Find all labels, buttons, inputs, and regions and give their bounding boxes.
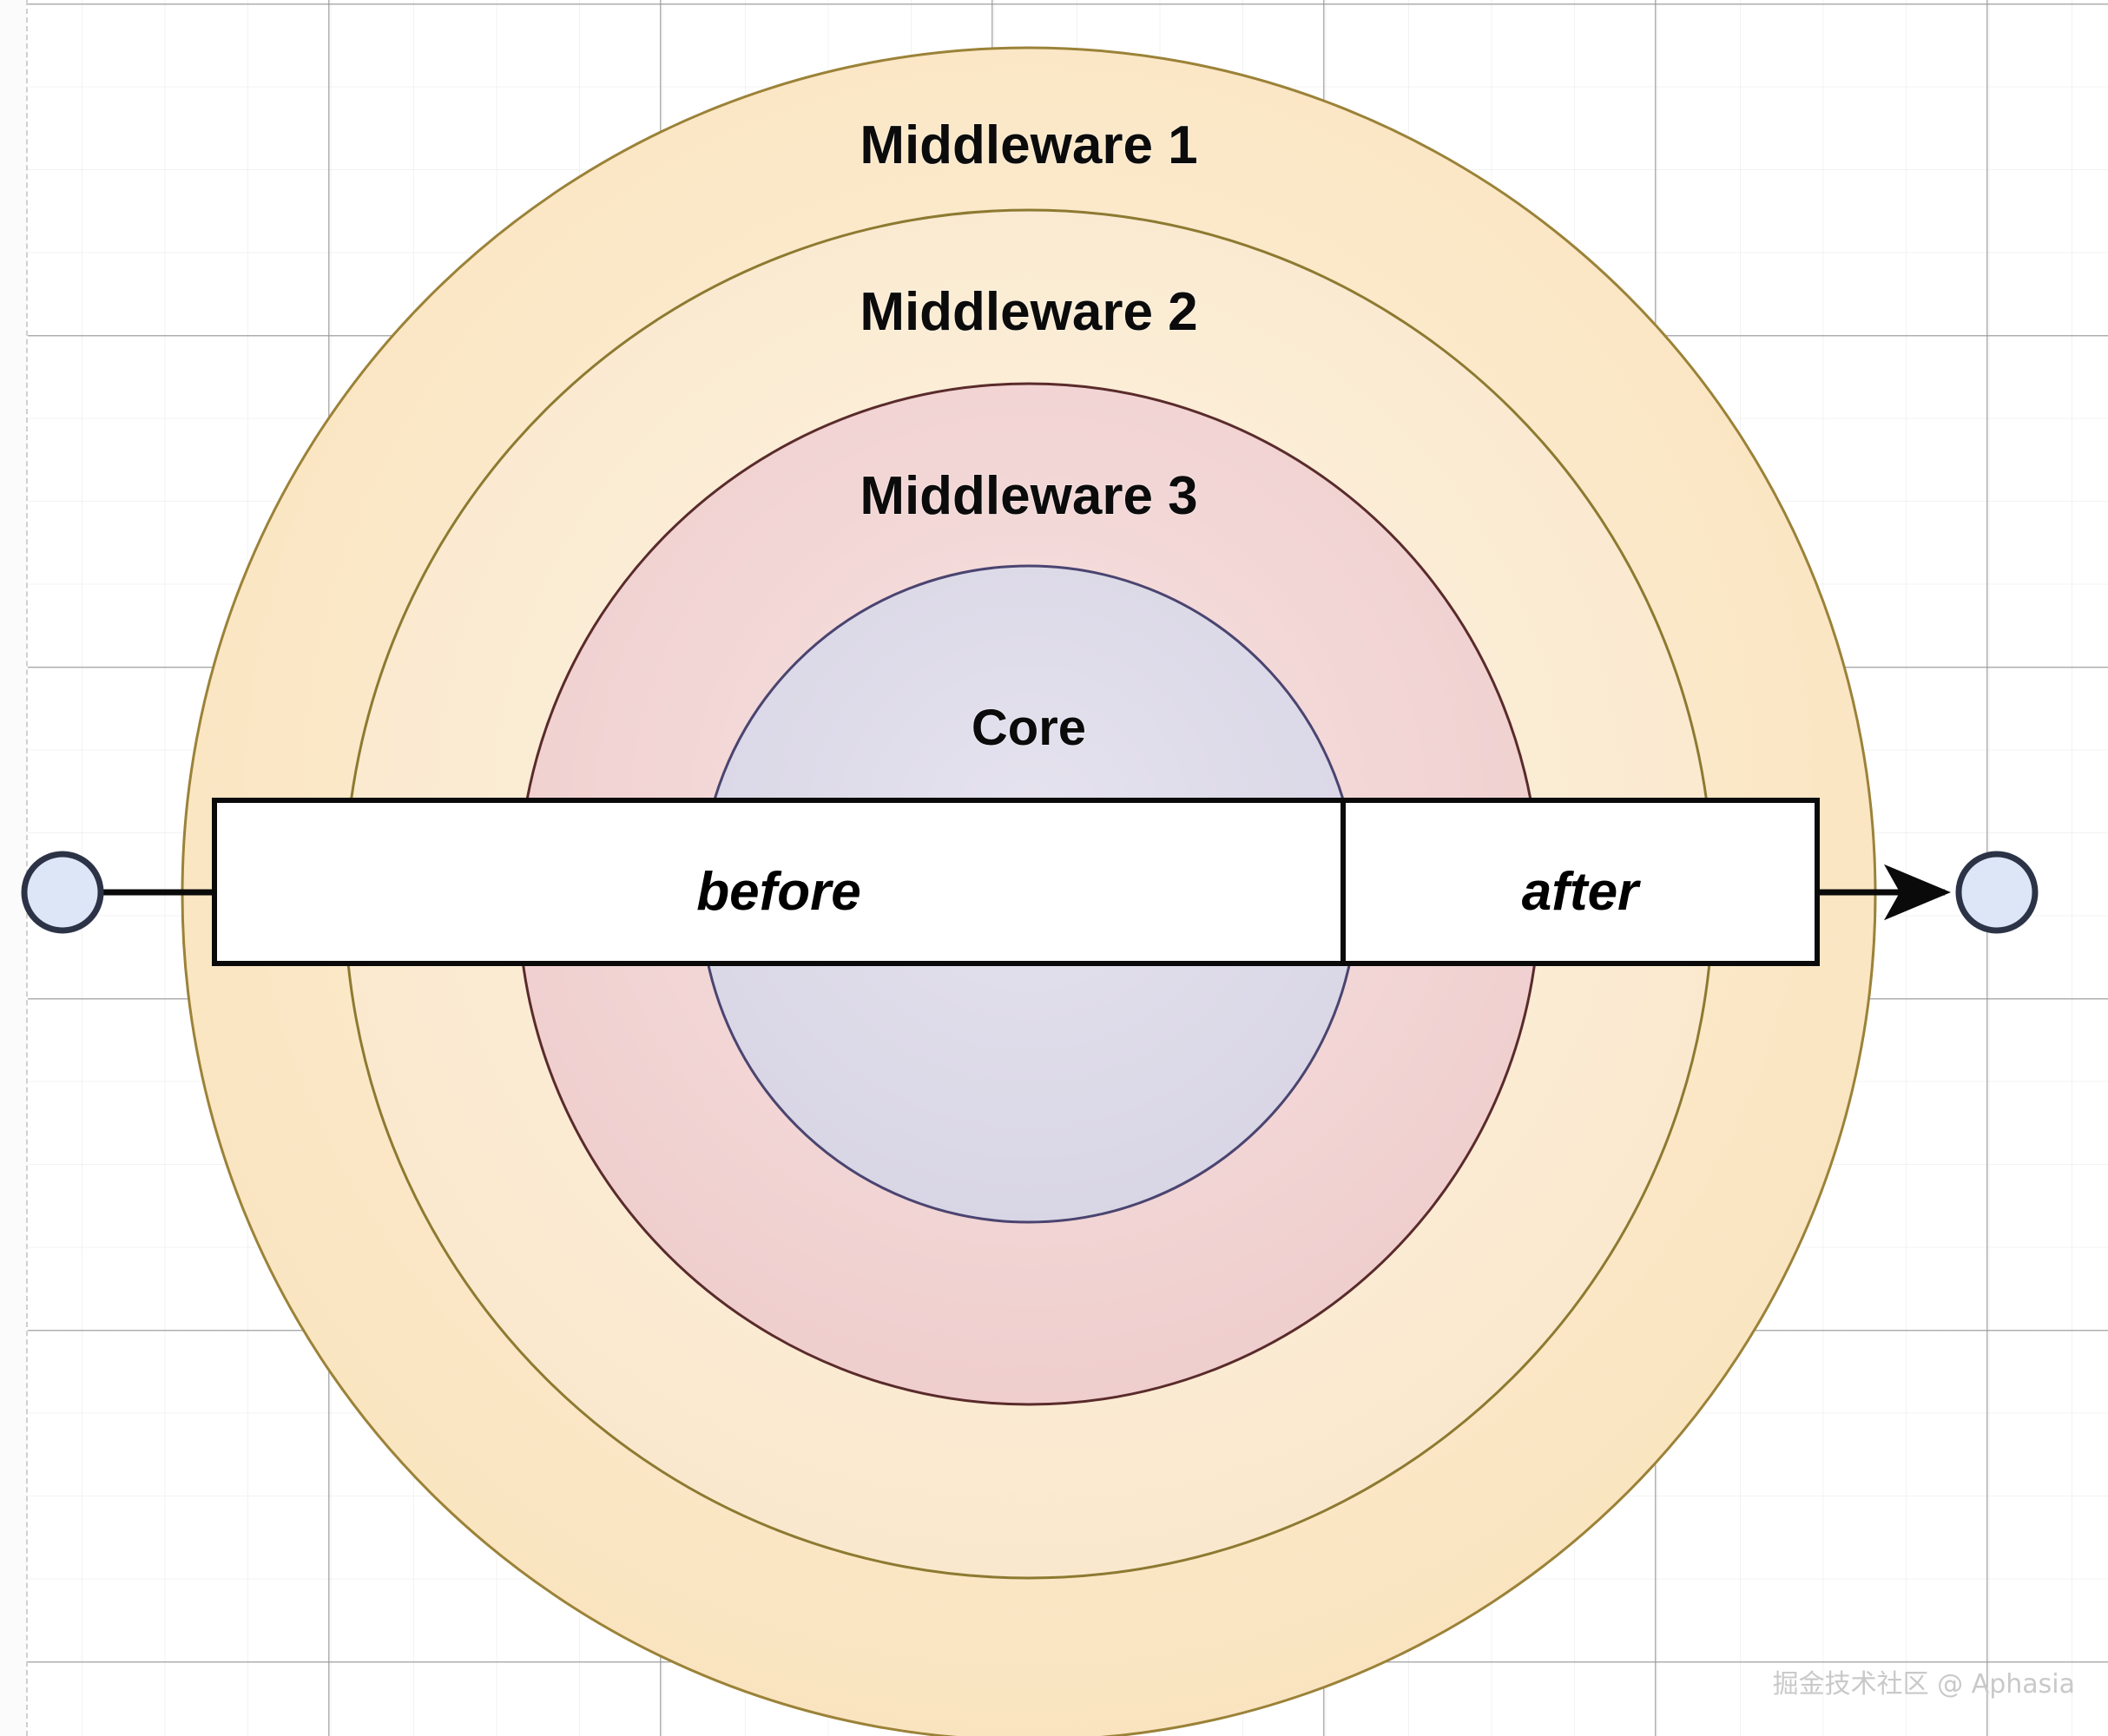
watermark-label: 掘金技术社区 @ Aphasia [1773,1669,2075,1700]
ring-middleware-3-label: Middleware 3 [860,466,1197,526]
endpoint-response-end[interactable] [1955,851,2039,934]
ring-core-label: Core [972,700,1086,756]
endpoint-request-start[interactable] [21,851,104,934]
page-left-margin-guide [0,0,28,1736]
ring-middleware-2-label: Middleware 2 [860,282,1197,342]
pipeline-bar-shape[interactable] [212,798,1820,966]
pipeline-bar[interactable]: before after [212,798,1820,966]
ring-middleware-1-label: Middleware 1 [860,115,1197,175]
pipeline-segment-before-label: before [696,862,860,922]
pipeline-segment-after-label: after [1522,862,1641,922]
